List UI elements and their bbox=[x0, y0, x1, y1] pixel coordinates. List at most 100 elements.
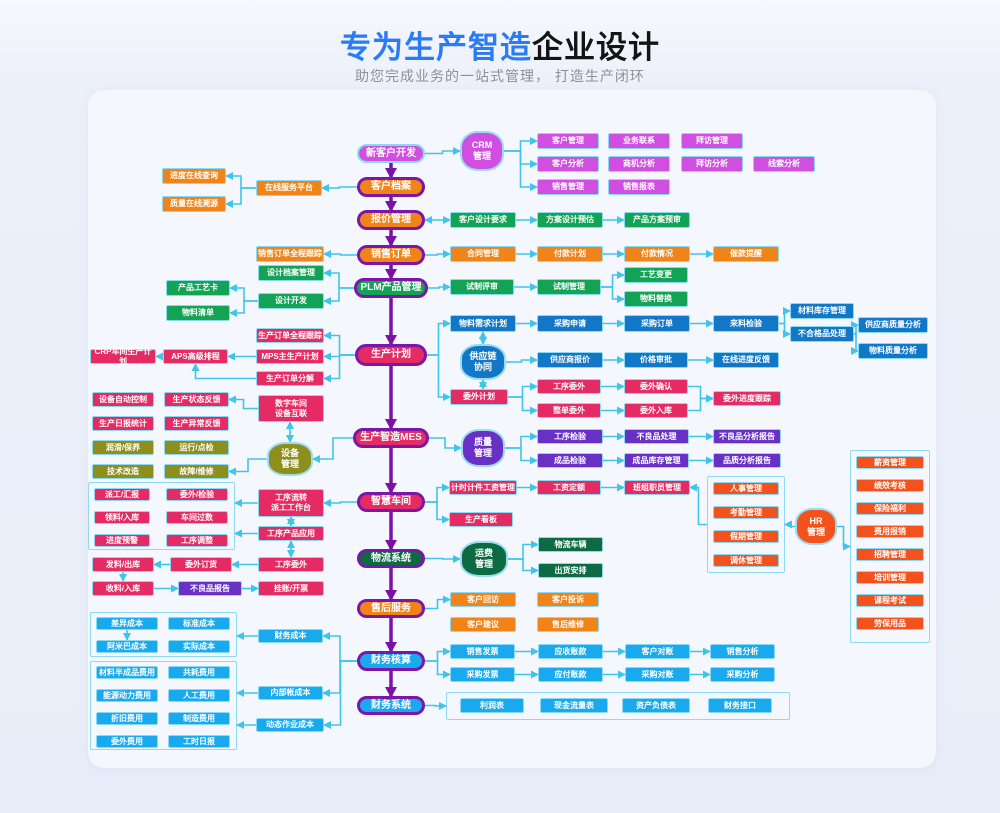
page-title-rest: 企业设计 bbox=[532, 30, 660, 65]
node-zhiliangsuyuan: 质量在线溯源 bbox=[162, 196, 226, 212]
node-jishijijian: 计时计件工资管理 bbox=[449, 480, 517, 495]
node-gxjianyan: 工序检验 bbox=[537, 429, 603, 444]
node-tiaozheng: 工序调整 bbox=[166, 534, 228, 547]
edge-weiwaijihua-wwzhengdan bbox=[508, 396, 538, 415]
page-title-highlight: 专为生产智造 bbox=[340, 30, 532, 65]
node-chejian: 智慧车间 bbox=[357, 492, 425, 512]
node-caigoushenqing: 采购申请 bbox=[537, 315, 603, 332]
node-cgfenxi: 采购分析 bbox=[710, 667, 775, 682]
edge-dingdan-hetong bbox=[425, 250, 451, 258]
node-guzhang: 故障/维修 bbox=[164, 464, 229, 479]
node-cailiaokucun: 材料库存管理 bbox=[790, 303, 854, 319]
node-zhejiu: 折旧费用 bbox=[96, 712, 158, 725]
node-quancheng: 销售订单全程跟踪 bbox=[256, 246, 324, 262]
node-wuliaotihuan: 物料替换 bbox=[624, 291, 688, 307]
node-shangjifenxi: 商机分析 bbox=[608, 156, 670, 172]
node-shebeizidong: 设备自动控制 bbox=[92, 392, 154, 407]
edge-plm-shejidangan bbox=[323, 269, 354, 289]
node-xianjin: 现金流量表 bbox=[540, 698, 608, 713]
edge-fenjie-aps bbox=[191, 363, 256, 380]
node-cpkucun: 成品库存管理 bbox=[624, 453, 689, 468]
node-wlZL: 物料质量分析 bbox=[858, 343, 928, 359]
node-gonghao: 共耗费用 bbox=[168, 666, 230, 679]
node-blpbaogao: 不良品分析报告 bbox=[713, 429, 781, 444]
page-subtitle: 助您完成业务的一站式管理， 打造生产闭环 bbox=[355, 68, 645, 84]
node-gongshi: 工时日报 bbox=[168, 735, 230, 748]
node-yujing: 进度预警 bbox=[94, 534, 150, 547]
edge-wwqueren-wwjindu bbox=[688, 385, 714, 403]
node-faliao: 发料/出库 bbox=[92, 557, 154, 572]
node-kehuguanli: 客户管理 bbox=[537, 133, 599, 149]
edge-chejian-liuzhuan bbox=[323, 499, 357, 507]
node-shizhipingshen: 试制评审 bbox=[450, 279, 514, 295]
edge-hesuan-cwchengben bbox=[322, 632, 357, 662]
node-chayi: 差异成本 bbox=[96, 617, 158, 630]
node-feiyongbx: 费用报销 bbox=[856, 525, 924, 538]
edge-mes-shebei bbox=[312, 437, 353, 463]
node-xinkehu: 新客户开发 bbox=[357, 144, 425, 163]
node-wwjindu: 委外进度跟踪 bbox=[713, 391, 781, 406]
node-plm: PLM产品管理 bbox=[354, 278, 428, 298]
node-khduizhang: 客户对账 bbox=[625, 644, 690, 659]
node-shejidangan: 设计档案管理 bbox=[258, 265, 324, 281]
node-shouliao: 收料/入库 bbox=[92, 581, 154, 596]
node-baoxian: 保险福利 bbox=[856, 502, 924, 515]
node-crp: CRP车间生产计划 bbox=[90, 347, 156, 366]
node-wuliu: 物流系统 bbox=[357, 549, 425, 568]
node-cgduizhang: 采购对账 bbox=[625, 667, 690, 682]
node-ribaotj: 生产日报统计 bbox=[92, 416, 154, 431]
node-xsfenxi: 销售分析 bbox=[710, 644, 775, 659]
edge-lailiaojianyan-buhege bbox=[779, 322, 791, 338]
node-kaoqin: 考勤管理 bbox=[713, 506, 779, 519]
node-jiageshen: 价格审批 bbox=[624, 352, 688, 368]
edge-plm-shejikaifa bbox=[323, 287, 354, 305]
node-neibuzhang: 内部帐成本 bbox=[258, 686, 323, 700]
node-dongtai: 动态作业成本 bbox=[256, 718, 324, 732]
node-xiaoshoubaobiao: 销售报表 bbox=[608, 179, 670, 195]
node-paigong: 派工/汇报 bbox=[94, 488, 150, 501]
edge-hesuan-neibuzhang bbox=[322, 660, 357, 697]
node-cjww: 工序委外 bbox=[258, 557, 324, 572]
edge-scjihua-weiwaijihua bbox=[427, 354, 451, 401]
node-gongzidinge: 工资定额 bbox=[537, 480, 601, 495]
node-guoshu: 车间过数 bbox=[166, 511, 228, 524]
node-jinduchaxun: 进度在线查询 bbox=[162, 168, 226, 184]
node-lailiaojianyan: 来料检验 bbox=[713, 315, 779, 332]
node-cpjianyan: 成品检验 bbox=[537, 453, 603, 468]
node-guazhang: 挂账/开票 bbox=[258, 581, 324, 596]
node-wwdinghuo: 委外订货 bbox=[170, 557, 232, 572]
node-amiba: 阿米巴成本 bbox=[96, 640, 158, 653]
node-blpchuli: 不良品处理 bbox=[624, 429, 689, 444]
node-xinzi: 薪资管理 bbox=[856, 456, 924, 469]
edge-hesuan-dongtai bbox=[323, 660, 357, 729]
node-yewulianxi: 业务联系 bbox=[608, 133, 670, 149]
node-gongyinglian: 供应链 协同 bbox=[460, 344, 506, 380]
node-blbaogao: 不良品报告 bbox=[178, 581, 242, 596]
node-yunfei: 运费 管理 bbox=[460, 541, 508, 577]
node-laobao: 劳保用品 bbox=[856, 617, 924, 630]
node-lingliao: 领料/入库 bbox=[94, 511, 150, 524]
edge-mes-zlgl bbox=[429, 437, 462, 452]
node-wwgongxu: 工序委外 bbox=[537, 379, 601, 394]
node-jiaqi: 假期管理 bbox=[713, 530, 779, 543]
edge-hesuan-cgfapiao bbox=[425, 660, 451, 679]
edge-hesuan-xsfapiao bbox=[425, 647, 451, 662]
node-baojia: 报价管理 bbox=[357, 210, 425, 230]
node-banzu: 班组职员管理 bbox=[624, 480, 690, 495]
edge-xinkehu-crm bbox=[425, 147, 461, 155]
edge-zlgl-cpjianyan bbox=[505, 447, 538, 465]
node-baifangguanli: 拜访管理 bbox=[681, 133, 743, 149]
edge-crm-kehuguanli bbox=[504, 137, 538, 152]
node-fukuanjihua: 付款计划 bbox=[537, 246, 603, 262]
node-runhua: 润滑/保养 bbox=[92, 440, 154, 455]
edge-yunfei-cheliang bbox=[508, 540, 539, 560]
node-chuhuo: 出货安排 bbox=[538, 563, 603, 578]
node-zxjindu: 在线进度反馈 bbox=[713, 352, 779, 368]
node-xsfapiao: 销售发票 bbox=[450, 644, 515, 659]
node-gysZL: 供应商质量分析 bbox=[858, 317, 928, 333]
node-cgfapiao: 采购发票 bbox=[450, 667, 515, 682]
node-zhizao: 制造费用 bbox=[168, 712, 230, 725]
group-costgroup2 bbox=[90, 661, 237, 750]
node-wwruku: 委外入库 bbox=[624, 403, 688, 418]
node-hetong: 合同管理 bbox=[450, 246, 516, 262]
